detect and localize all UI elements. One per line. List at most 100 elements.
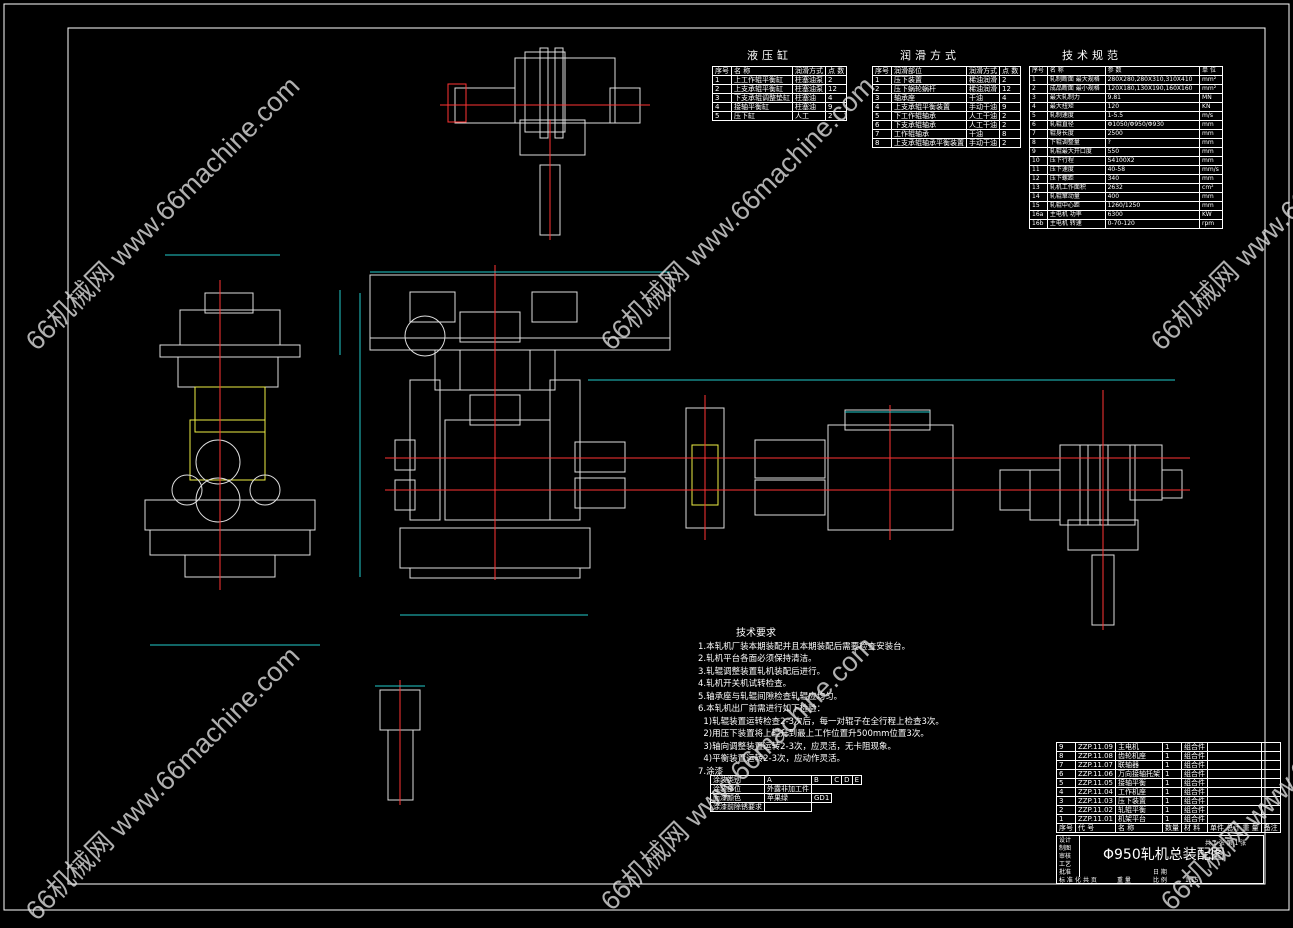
table-cell: 压下装置 [891,75,967,85]
table-cell: mm [1199,129,1223,139]
technical-requirements: 技术要求 1.本轧机厂装本期装配并且本期装配后需要检查安装台。 2.轧机平台各面必… [698,628,944,778]
table-cell: 15 [1029,201,1048,211]
table-cell: 轧辊中心距 [1046,201,1106,211]
table-cell: D [841,775,853,785]
table-cell: mm² [1199,84,1223,94]
table-cell: 干油 [966,93,1000,103]
table-cell: 手动干油 [966,138,1000,148]
table-cell: 组合件 [1181,742,1208,752]
table-cell: 8 [1056,751,1076,761]
table-cell: 280X280,280X310,310X410 [1104,75,1201,85]
table-cell: 6 [872,120,892,130]
table-cell: ZZP.11.03 [1075,796,1116,806]
table-cell: 压下装置 [1115,796,1163,806]
table-cell: mm [1199,174,1223,184]
table-cell: 8 [1029,138,1048,148]
table-cell [1207,742,1262,752]
label-standardization: 标 准 化 [1059,877,1081,884]
requirements-title: 技术要求 [736,628,776,639]
table-header: 序号名 称参 数单 位 [1029,66,1223,76]
table-cell: 轧辊窜动量 [1046,192,1106,202]
table-cell: Φ1050/Φ950/Φ930 [1104,120,1201,130]
table-cell: 400 [1104,192,1201,202]
drawing-title: Φ950轧机总装配图 [1103,847,1225,863]
table-cell: 2 [1056,805,1076,815]
table-cell: 14 [1029,192,1048,202]
table-cell: 550 [1104,147,1201,157]
table-cell: 340 [1104,174,1201,184]
scale: 1:15 [1185,877,1199,884]
table-cell: S4100X2 [1104,156,1201,166]
table-cell [1207,769,1262,779]
table-cell: 接轴平衡 [1115,778,1163,788]
label-date: 日 期 [1153,869,1167,876]
signature-column [1057,836,1080,877]
table-cell: 1 [1029,75,1048,85]
table-cell: 12 [1029,174,1048,184]
table-cell: 万向接轴托架 [1115,769,1163,779]
table-cell: 轧制速度 [1046,111,1106,121]
table-cell: 1 [1162,787,1182,797]
requirement-line: 1.本轧机厂装本期装配并且本期装配后需要检查安装台。 [698,641,911,652]
table-cell: 组合件 [1181,805,1208,815]
table-cell: 4 [712,102,732,112]
table-cell: 外露非加工件 [764,784,812,794]
header-cell: 备注 [1260,823,1281,833]
table-cell: ZZP.11.05 [1075,778,1116,788]
requirement-line: 4.轧机开关机试转检查。 [698,679,792,689]
hydraulic-table-title: 液压缸 [747,49,792,62]
table-cell: 11 [1029,165,1048,175]
table-cell: 轧辊平衡 [1115,805,1163,815]
sheet-info: 共 1 张 第 1 张 [1205,840,1247,847]
table-cell: 1 [1162,796,1182,806]
table-cell: 1 [872,75,892,85]
table-cell: 组合件 [1181,796,1208,806]
table-cell: 1 [1162,805,1182,815]
table-cell: 轧机工作面积 [1046,183,1106,193]
table-cell: 上支承辊轴承平衡装置 [891,138,967,148]
table-cell [1207,760,1262,770]
table-cell: 2 [998,75,1022,85]
requirement-line: 1)轧辊装置运转检查2-3次后，每一对辊子在全行程上检查3次。 [698,716,944,727]
table-cell: 16b [1029,219,1048,229]
requirement-line: 6.本轧机出厂前需进行如下检验： [698,704,826,714]
table-cell: ? [1104,138,1201,148]
label-design: 设计 [1059,837,1072,844]
table-cell: 轴承座 [891,93,967,103]
table-cell: 上支承辊平衡装置 [891,102,967,112]
requirement-line: 3)轴向调整装置运转2-3次，应灵活，无卡阻现象。 [698,741,897,752]
table-cell: 组合件 [1181,751,1208,761]
requirement-line: 7.涂漆 [698,766,724,777]
table-cell: 齿轮机座 [1115,751,1163,761]
table-cell: 压下行程 [1046,156,1106,166]
table-cell: 13 [1029,183,1048,193]
table-cell: 1 [1162,778,1182,788]
table-cell: 8 [872,138,892,148]
table-cell: mm/s [1199,165,1223,175]
table-cell: 主电机 [1115,742,1163,752]
table-cell: mm [1199,156,1223,166]
requirement-line: 2.轧机平台各面必须保持清洁。 [698,654,817,664]
table-cell: KW [1199,210,1223,220]
table-cell: 手动干油 [966,102,1000,112]
table-cell: 苹果绿 [764,793,812,803]
table-cell: 组合件 [1181,814,1208,824]
table-cell: 组合件 [1181,787,1208,797]
